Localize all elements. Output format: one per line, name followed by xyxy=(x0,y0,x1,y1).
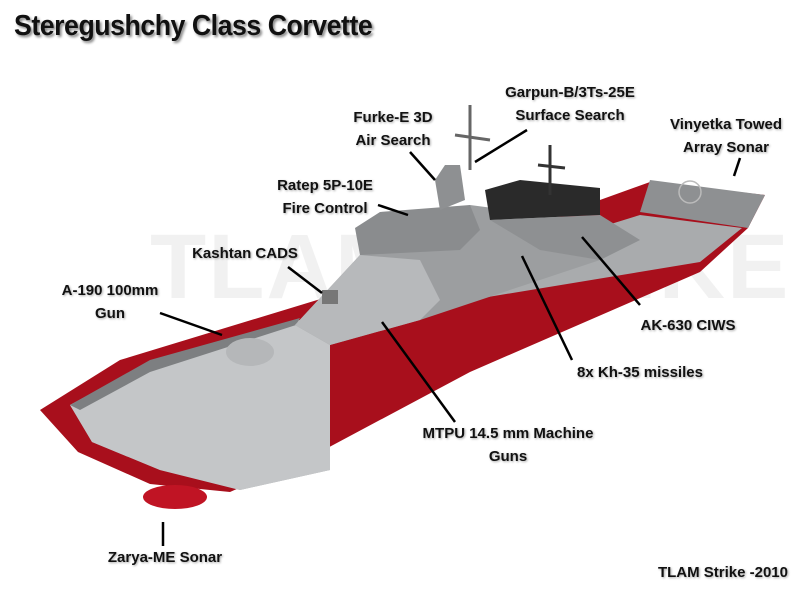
label-line: Zarya-ME Sonar xyxy=(107,549,223,566)
label-line: Kashtan CADS xyxy=(192,245,298,262)
label-line: 8x Kh-35 missiles xyxy=(577,364,703,381)
gun-turret xyxy=(226,338,274,366)
diagram-title: Steregushchy Class Corvette xyxy=(14,10,373,42)
label-zarya: Zarya-ME Sonar xyxy=(108,546,222,569)
hangar-roof xyxy=(485,180,600,220)
helideck xyxy=(640,180,765,228)
label-ratep: Ratep 5P-10E Fire Control xyxy=(277,174,373,220)
sonar-dome xyxy=(143,485,207,509)
label-line: Fire Control xyxy=(282,200,368,217)
mast xyxy=(435,165,465,210)
label-line: Garpun-B/3Ts-25E xyxy=(505,84,635,101)
label-line: Vinyetka Towed xyxy=(670,116,782,133)
label-line: Furke-E 3D xyxy=(353,109,433,126)
credit: TLAM Strike -2010 xyxy=(657,564,788,581)
label-line: Air Search xyxy=(355,132,431,149)
label-garpun: Garpun-B/3Ts-25E Surface Search xyxy=(505,81,635,127)
label-furke: Furke-E 3D Air Search xyxy=(353,106,432,152)
label-line: Array Sonar xyxy=(683,139,769,156)
label-line: Surface Search xyxy=(515,107,625,124)
leader-lines xyxy=(159,128,742,546)
label-line: AK-630 CIWS xyxy=(640,317,736,334)
label-line: A-190 100mm xyxy=(61,282,159,299)
bridge xyxy=(355,205,480,255)
label-kashtan: Kashtan CADS xyxy=(192,242,298,265)
label-line: Guns xyxy=(488,448,528,465)
label-line: Ratep 5P-10E xyxy=(277,177,373,194)
label-kh35: 8x Kh-35 missiles xyxy=(577,361,703,384)
label-ak630: AK-630 CIWS xyxy=(640,314,735,337)
label-line: MTPU 14.5 mm Machine xyxy=(422,425,594,442)
label-line: Gun xyxy=(94,305,125,322)
